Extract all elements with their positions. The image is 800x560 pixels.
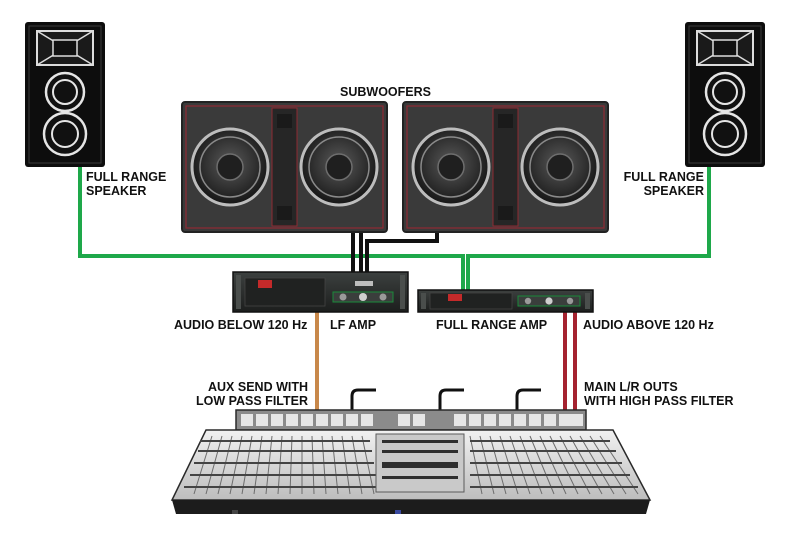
- left-speaker-label: FULL RANGE SPEAKER: [86, 170, 166, 198]
- woofer-icon: [702, 111, 748, 157]
- aux-send-label-line1: AUX SEND WITH: [208, 380, 308, 394]
- full-range-amp: [417, 289, 594, 313]
- left-speaker-label-line1: FULL RANGE: [86, 170, 167, 184]
- horn-icon: [696, 30, 754, 66]
- woofer-icon: [704, 71, 746, 113]
- aux-send-label-line2: LOW PASS FILTER: [195, 394, 308, 408]
- channel-strips: [193, 435, 639, 495]
- audio-below-label: AUDIO BELOW 120 Hz: [174, 318, 308, 332]
- sub-cable: [351, 232, 439, 272]
- woofer-icon: [411, 127, 491, 207]
- main-outs-label-line1: MAIN L/R OUTS: [584, 380, 678, 394]
- meter-bridge: [241, 414, 583, 426]
- subwoofer-right: [402, 101, 609, 233]
- subwoofer-left: [181, 101, 388, 233]
- right-speaker: [685, 22, 765, 167]
- right-speaker-label: FULL RANGE SPEAKER: [624, 170, 704, 198]
- mixing-console: [170, 388, 652, 514]
- woofer-icon: [44, 71, 86, 113]
- left-speaker-label-line2: SPEAKER: [86, 184, 147, 198]
- left-speaker: [25, 22, 105, 167]
- main-outs-label-line2: WITH HIGH PASS FILTER: [584, 394, 734, 408]
- horn-icon: [36, 30, 94, 66]
- main-lr-cable: [563, 312, 577, 410]
- woofer-icon: [299, 127, 379, 207]
- lf-amp: [232, 271, 409, 313]
- red-logo-badge: [448, 294, 462, 301]
- full-range-amp-label: FULL RANGE AMP: [436, 318, 548, 332]
- knob-rows: [184, 440, 638, 488]
- woofer-icon: [190, 127, 270, 207]
- woofer-icon: [42, 111, 88, 157]
- master-section: [382, 440, 458, 479]
- red-logo-badge: [258, 280, 272, 288]
- right-speaker-label-line1: FULL RANGE: [623, 170, 704, 184]
- right-speaker-label-line2: SPEAKER: [643, 184, 704, 198]
- main-outs-label: MAIN L/R OUTS WITH HIGH PASS FILTER: [584, 380, 734, 408]
- woofer-icon: [520, 127, 600, 207]
- full-range-cable: [78, 167, 711, 290]
- lf-amp-label: LF AMP: [330, 318, 377, 332]
- audio-above-label: AUDIO ABOVE 120 Hz: [583, 318, 714, 332]
- subwoofers-label: SUBWOOFERS: [340, 85, 431, 99]
- aux-send-label: AUX SEND WITH LOW PASS FILTER: [196, 380, 308, 408]
